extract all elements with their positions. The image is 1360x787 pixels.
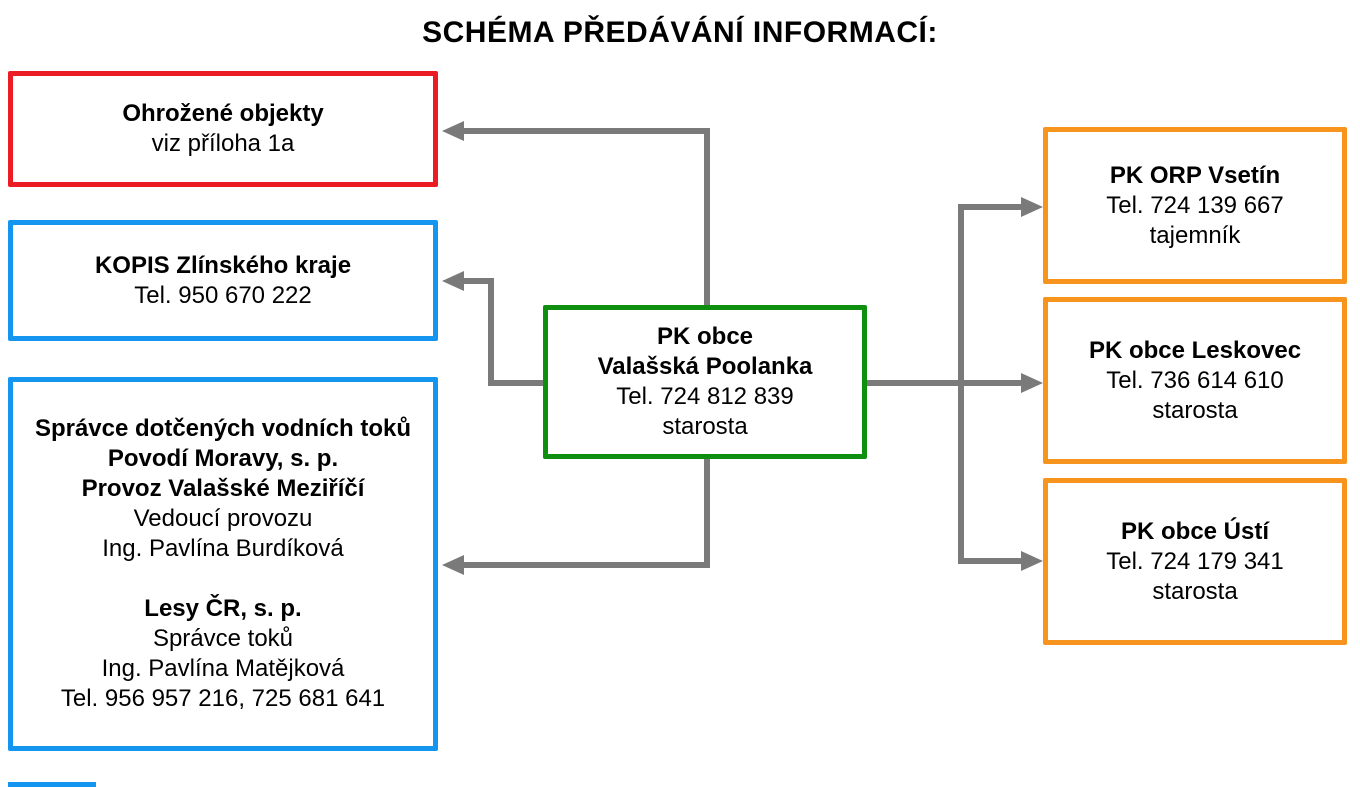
box-pk-orp-vsetin: PK ORP Vsetín Tel. 724 139 667 tajemník — [1043, 127, 1347, 284]
arrowhead-threatened-objects — [442, 121, 464, 141]
box-threatened-objects: Ohrožené objekty viz příloha 1a — [8, 71, 438, 187]
watercourse-role2: Správce toků — [152, 625, 294, 652]
box-pk-obce-leskovec: PK obce Leskovec Tel. 736 614 610 staros… — [1043, 297, 1347, 464]
leskovec-phone: Tel. 736 614 610 — [1106, 366, 1284, 394]
arrow-to-usti — [958, 383, 1021, 564]
arrow-to-kopis — [462, 278, 543, 386]
arrowhead-leskovec — [1021, 373, 1043, 393]
arrow-to-watercourse — [462, 458, 710, 568]
leskovec-role: starosta — [1152, 396, 1238, 424]
kopis-title: KOPIS Zlínského kraje — [94, 251, 352, 279]
box-watercourse-managers: Správce dotčených vodních toků Povodí Mo… — [8, 377, 438, 751]
pk-obce-phone: Tel. 724 812 839 — [616, 383, 794, 410]
kopis-phone: Tel. 950 670 222 — [134, 281, 312, 309]
box-kopis: KOPIS Zlínského kraje Tel. 950 670 222 — [8, 220, 438, 341]
threatened-objects-note: viz příloha 1a — [151, 130, 295, 157]
box-pk-obce-usti: PK obce Ústí Tel. 724 179 341 starosta — [1043, 478, 1347, 645]
arrowhead-usti — [1021, 551, 1043, 571]
arrow-to-vsetin — [958, 204, 1021, 383]
watercourse-phones: Tel. 956 957 216, 725 681 641 — [60, 685, 386, 712]
pk-obce-title: PK obce — [656, 323, 754, 350]
watercourse-branch: Provoz Valašské Meziříčí — [81, 475, 365, 502]
cropped-box-edge — [8, 782, 96, 787]
pk-obce-role: starosta — [662, 413, 748, 440]
usti-phone: Tel. 724 179 341 — [1106, 547, 1284, 575]
arrowhead-kopis — [442, 271, 464, 291]
watercourse-title: Správce dotčených vodních toků — [34, 415, 412, 442]
arrowhead-watercourse — [442, 555, 464, 575]
arrow-to-threatened-objects — [462, 128, 710, 305]
usti-role: starosta — [1152, 577, 1238, 605]
leskovec-title: PK obce Leskovec — [1088, 336, 1302, 364]
box-pk-obce-valasska-poolanka: PK obce Valašská Poolanka Tel. 724 812 8… — [543, 305, 867, 459]
watercourse-org1: Povodí Moravy, s. p. — [107, 445, 339, 472]
watercourse-contact1: Ing. Pavlína Burdíková — [102, 535, 344, 562]
usti-title: PK obce Ústí — [1120, 517, 1270, 545]
pk-obce-name: Valašská Poolanka — [597, 353, 813, 380]
threatened-objects-title: Ohrožené objekty — [122, 100, 324, 127]
diagram-title: SCHÉMA PŘEDÁVÁNÍ INFORMACÍ: — [422, 16, 938, 49]
vsetin-title: PK ORP Vsetín — [1109, 161, 1281, 189]
arrowhead-vsetin — [1021, 197, 1043, 217]
vsetin-phone: Tel. 724 139 667 — [1106, 191, 1284, 219]
spacer — [19, 564, 427, 594]
watercourse-role1: Vedoucí provozu — [133, 505, 313, 532]
watercourse-org2: Lesy ČR, s. p. — [144, 595, 302, 622]
watercourse-contact2: Ing. Pavlína Matějková — [101, 655, 345, 682]
vsetin-role: tajemník — [1149, 221, 1241, 249]
